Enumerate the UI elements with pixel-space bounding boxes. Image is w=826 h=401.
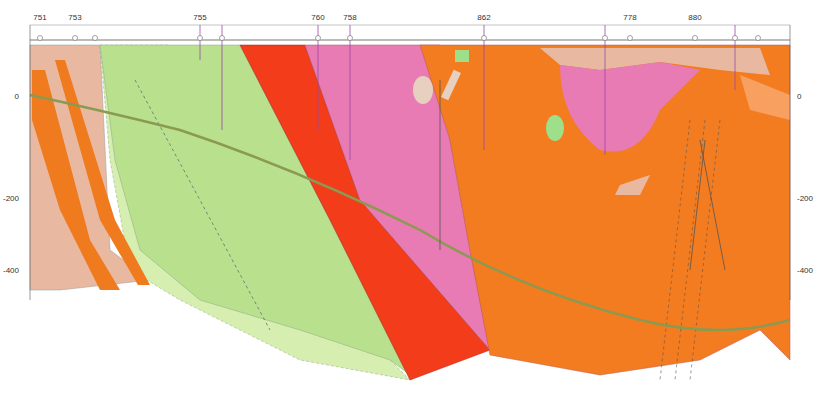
axis <box>790 25 791 300</box>
surface-line <box>30 40 790 41</box>
inclusion <box>615 175 650 195</box>
depth-mark: -400 <box>796 267 814 275</box>
depth-mark: -400 <box>2 267 20 275</box>
inclusion <box>740 75 790 120</box>
orange-dyke <box>55 60 150 285</box>
boreholes <box>200 25 735 270</box>
inclusion <box>413 76 433 104</box>
borehole-number: 755 <box>192 14 207 22</box>
borehole-number: 880 <box>687 14 702 22</box>
reference-line <box>30 25 790 26</box>
borehole-number: 758 <box>342 14 357 22</box>
pink-intrusion <box>560 62 700 152</box>
axis <box>30 25 31 300</box>
borehole-number: 760 <box>310 14 325 22</box>
borehole-number: 753 <box>67 14 82 22</box>
inclusion <box>441 70 461 101</box>
inclusion <box>455 50 469 62</box>
contact-line <box>135 80 270 330</box>
depth-mark: 0 <box>14 93 20 101</box>
depth-mark: -200 <box>796 195 814 203</box>
inclusion <box>546 115 564 141</box>
borehole-number: 778 <box>622 14 637 22</box>
ore-boundary <box>30 95 790 330</box>
borehole-collars <box>38 36 761 41</box>
depth-mark: 0 <box>796 93 802 101</box>
fault-line <box>660 120 720 380</box>
depth-mark: -200 <box>2 195 20 203</box>
borehole-number: 862 <box>476 14 491 22</box>
borehole-number: 751 <box>32 14 47 22</box>
